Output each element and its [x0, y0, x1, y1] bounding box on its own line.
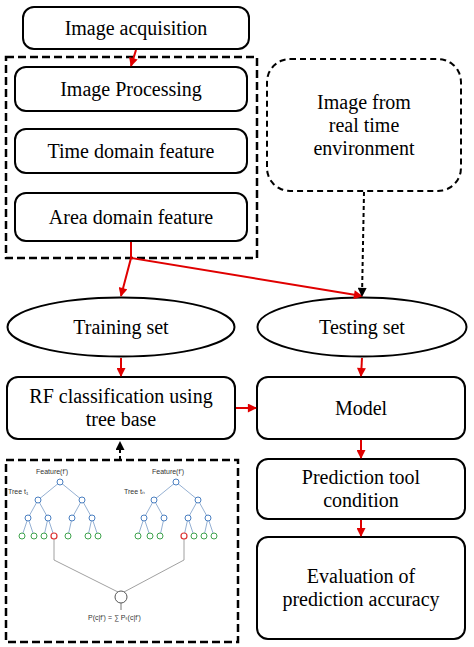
ellipse-shape [8, 298, 235, 357]
formula-label: P(c|f') = ∑ Pₜ(c|f') [88, 614, 141, 622]
process-box: Evaluation of prediction accuracy [256, 536, 466, 640]
ellipse-shape [258, 298, 467, 357]
node-text: Image from real time environment [296, 91, 432, 160]
feature-group-frame [6, 57, 257, 258]
tree-label: Tree tₙ [124, 488, 145, 496]
tree-label: Feature(f') [36, 468, 68, 476]
process-box: Image Processing [14, 66, 248, 112]
flow-arrow [121, 242, 131, 296]
flow-arrow [360, 440, 362, 458]
node-text: Time domain feature [41, 140, 220, 163]
input-box: Image from real time environment [266, 58, 462, 192]
data-ellipse: Testing set [256, 296, 468, 358]
flow-arrow [131, 50, 136, 66]
flow-arrow [131, 242, 362, 296]
tree-illustration-frame [6, 460, 238, 642]
node-text: Testing set [313, 316, 411, 339]
flow-arrow [361, 358, 362, 376]
flow-arrow [120, 358, 122, 376]
tree-illustration [19, 479, 217, 610]
node-text: Area domain feature [43, 206, 219, 229]
node-text: Evaluation of prediction accuracy [258, 565, 464, 611]
tree-label: Tree t₁ [8, 488, 28, 496]
process-box: Time domain feature [14, 128, 248, 174]
process-box: Prediction tool condition [256, 458, 466, 520]
node-text: Model [329, 397, 393, 420]
flow-arrow [362, 192, 364, 296]
process-box: Area domain feature [14, 192, 248, 242]
process-box: Model [256, 376, 466, 440]
node-text: Training set [67, 316, 174, 339]
process-box: RF classification using tree base [6, 376, 236, 440]
start-box: Image acquisition [22, 6, 250, 50]
node-text: RF classification using tree base [8, 385, 234, 431]
tree-label: Feature(f') [152, 468, 184, 476]
dotted-leader-arrow [119, 442, 121, 459]
data-ellipse: Training set [6, 296, 236, 358]
flow-arrow [360, 520, 362, 536]
node-text: Prediction tool condition [258, 466, 464, 512]
flow-arrow [236, 407, 256, 409]
node-text: Image acquisition [59, 17, 214, 40]
node-text: Image Processing [54, 78, 208, 101]
